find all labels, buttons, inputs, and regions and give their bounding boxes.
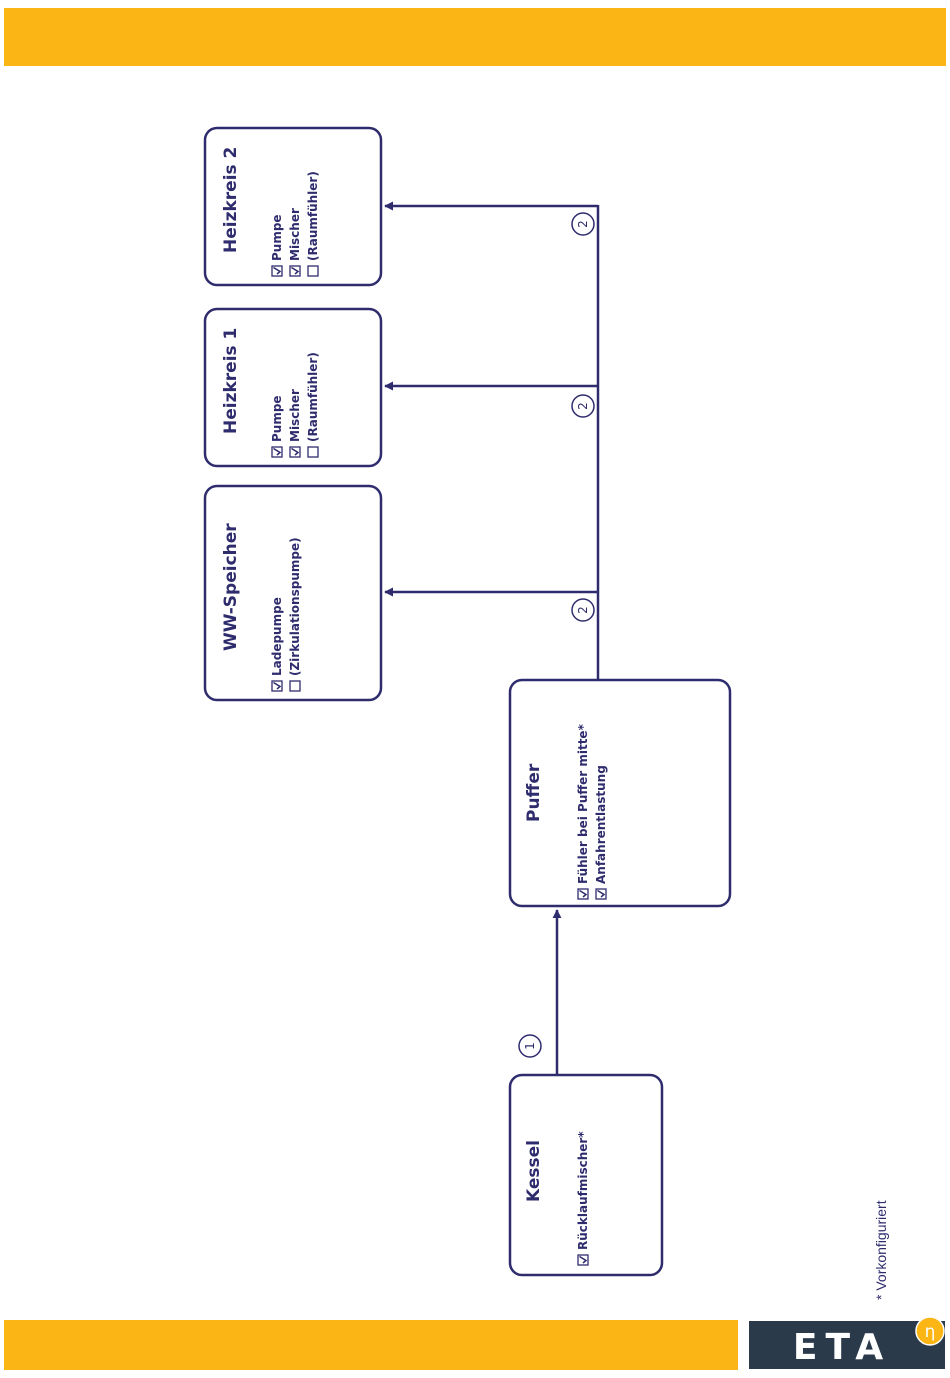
puffer-box: Puffer Fühler bei Puffer mitte* Anfahren… [510, 680, 730, 906]
footnote: * Vorkonfiguriert [873, 1200, 889, 1300]
svg-text:Ladepumpe: Ladepumpe [270, 597, 284, 676]
svg-text:(Zirkulationspumpe): (Zirkulationspumpe) [288, 537, 302, 676]
kessel-box: Kessel Rücklaufmischer* [510, 1075, 662, 1275]
heizkreis-1-option-3: (Raumfühler) [306, 352, 320, 457]
heizkreis-1-box: Heizkreis 1 Pumpe Mischer (Raumfühler) [205, 309, 381, 466]
svg-text:Mischer: Mischer [288, 208, 302, 261]
ww-speicher-option-2: (Zirkulationspumpe) [288, 537, 302, 691]
svg-text:Rücklaufmischer*: Rücklaufmischer* [576, 1131, 590, 1250]
heizkreis-2-option-3: (Raumfühler) [306, 171, 320, 276]
kessel-option-1: Rücklaufmischer* [576, 1131, 590, 1265]
badge-puffer-ww: 2 [572, 599, 594, 621]
bottom-accent-bar [4, 1320, 738, 1370]
heizkreis-2-box: Heizkreis 2 Pumpe Mischer (Raumfühler) [205, 128, 381, 285]
puffer-title: Puffer [524, 763, 544, 822]
svg-text:Anfahrentlastung: Anfahrentlastung [594, 765, 608, 884]
svg-text:Fühler bei Puffer mitte*: Fühler bei Puffer mitte* [576, 723, 590, 884]
heizkreis-1-option-2: Mischer [288, 389, 302, 457]
top-accent-bar [4, 8, 946, 66]
heizkreis-1-option-1: Pumpe [270, 395, 284, 457]
heizkreis-2-option-2: Mischer [288, 208, 302, 276]
ww-speicher-box: WW-Speicher Ladepumpe (Zirkulationspumpe… [205, 486, 381, 700]
connections [385, 205, 598, 1076]
eta-logo: ETA η [749, 1317, 945, 1369]
kessel-title: Kessel [524, 1140, 544, 1202]
ww-speicher-option-1: Ladepumpe [270, 597, 284, 691]
ww-speicher-title: WW-Speicher [221, 523, 241, 651]
eta-symbol: η [925, 1322, 936, 1342]
puffer-option-2: Anfahrentlastung [594, 765, 608, 899]
eta-logo-text: ETA [793, 1327, 891, 1368]
puffer-option-1: Fühler bei Puffer mitte* [576, 723, 590, 899]
heizkreis-2-option-1: Pumpe [270, 214, 284, 276]
svg-text:2: 2 [576, 402, 590, 410]
badge-puffer-hk2: 2 [572, 213, 594, 235]
heizkreis-1-title: Heizkreis 1 [221, 328, 241, 434]
svg-text:(Raumfühler): (Raumfühler) [306, 352, 320, 442]
svg-text:2: 2 [576, 606, 590, 614]
svg-text:(Raumfühler): (Raumfühler) [306, 171, 320, 261]
svg-text:Pumpe: Pumpe [270, 395, 284, 442]
svg-text:Pumpe: Pumpe [270, 214, 284, 261]
heizkreis-2-title: Heizkreis 2 [221, 147, 241, 253]
svg-text:1: 1 [523, 1042, 537, 1050]
svg-text:2: 2 [576, 220, 590, 228]
badge-kessel-puffer: 1 [519, 1035, 541, 1057]
svg-text:Mischer: Mischer [288, 389, 302, 442]
badge-puffer-hk1: 2 [572, 395, 594, 417]
